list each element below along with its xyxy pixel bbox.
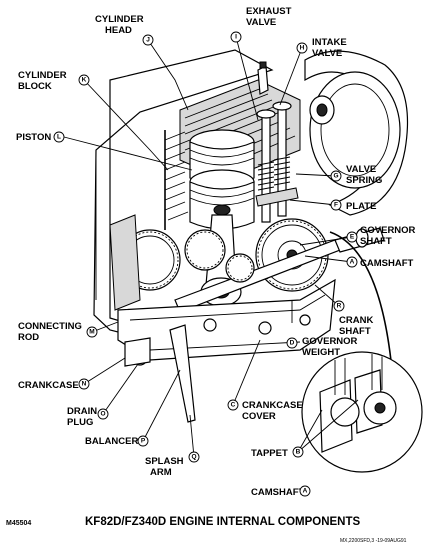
badge-n-letter: N: [82, 381, 87, 388]
badge-j: [142, 34, 154, 46]
label-cylinder-head: CYLINDER HEAD J: [95, 14, 154, 46]
label-plate: F PLATE: [330, 199, 376, 212]
badge-m-letter: M: [89, 329, 94, 336]
badge-n: [78, 378, 90, 390]
label-plate-line1: PLATE: [346, 201, 376, 212]
badge-g-letter: G: [333, 173, 338, 180]
badge-b-letter: B: [296, 449, 301, 456]
label-governor-shaft-line2: SHAFT: [360, 236, 392, 247]
badge-a-inset: [299, 485, 311, 497]
label-piston-line1: PISTON: [16, 132, 51, 143]
label-connecting-rod-line1: CONNECTING: [18, 321, 82, 332]
badge-a-inset-letter: A: [303, 488, 308, 495]
label-governor-weight-line2: WEIGHT: [302, 347, 340, 358]
label-tappet: TAPPET B: [251, 446, 304, 459]
badge-p: [137, 435, 149, 447]
label-drain-plug-line1: DRAIN: [67, 406, 97, 417]
label-crankcase-line1: CRANKCASE: [18, 380, 79, 391]
label-exhaust-valve-line1: EXHAUST: [246, 6, 292, 17]
badge-e: [346, 231, 358, 243]
badge-d-letter: D: [290, 340, 295, 347]
label-cylinder-block-line1: CYLINDER: [18, 70, 67, 81]
label-crankcase-cover-line1: CRANKCASE: [242, 400, 303, 411]
badge-m: [86, 326, 98, 338]
label-camshaft-inset: CAMSHAFT A: [251, 485, 311, 498]
badge-h-letter: H: [300, 45, 305, 52]
leader-lines: [63, 36, 359, 458]
badge-a: [346, 256, 358, 268]
figure-code: M45504: [6, 520, 31, 527]
label-governor-weight-line1: GOVERNOR: [302, 336, 358, 347]
label-crank-shaft-line1: CRANK: [339, 315, 373, 326]
label-drain-plug-line2: PLUG: [67, 417, 93, 428]
label-crankcase: CRANKCASE N: [18, 378, 90, 391]
badge-h: [296, 42, 308, 54]
badge-b: [292, 446, 304, 458]
badge-a-letter: A: [350, 259, 355, 266]
label-tappet-line1: TAPPET: [251, 448, 288, 459]
label-governor-shaft-line1: GOVERNOR: [360, 225, 416, 236]
label-drain-plug: DRAIN PLUG O: [67, 406, 109, 428]
label-crankcase-cover-line2: COVER: [242, 411, 276, 422]
label-crank-shaft-line2: SHAFT: [339, 326, 371, 337]
badge-c: [227, 399, 239, 411]
label-connecting-rod-line2: ROD: [18, 332, 39, 343]
label-balancer: BALANCER P: [85, 435, 149, 447]
badge-q: [188, 451, 200, 463]
label-governor-shaft: E GOVERNOR SHAFT: [346, 225, 416, 247]
label-intake-valve-line2: VALVE: [312, 48, 342, 59]
badge-o: [97, 408, 109, 420]
label-splash-arm-line2: ARM: [150, 467, 172, 478]
badge-l-letter: L: [57, 134, 61, 141]
label-balancer-line1: BALANCER: [85, 436, 138, 447]
badge-r: [333, 300, 345, 312]
badge-j-letter: J: [146, 37, 150, 44]
label-cylinder-head-line2: HEAD: [105, 25, 132, 36]
badge-i: [230, 31, 242, 43]
figure-title: KF82D/FZ340D ENGINE INTERNAL COMPONENTS: [85, 516, 361, 528]
label-valve-spring: G VALVE SPRING: [330, 164, 382, 186]
label-exhaust-valve-line2: VALVE: [246, 17, 276, 28]
badge-g: [330, 170, 342, 182]
label-intake-valve: H INTAKE VALVE: [296, 37, 347, 59]
label-cylinder-head-line1: CYLINDER: [95, 14, 144, 25]
badge-f: [330, 199, 342, 211]
label-splash-arm: SPLASH ARM Q: [145, 451, 200, 478]
label-cylinder-block: CYLINDER BLOCK K: [18, 70, 90, 92]
badge-k: [78, 74, 90, 86]
badge-k-letter: K: [82, 77, 87, 84]
label-exhaust-valve: I EXHAUST VALVE: [230, 6, 292, 43]
badge-o-letter: O: [100, 411, 105, 418]
label-intake-valve-line1: INTAKE: [312, 37, 347, 48]
badge-i-letter: I: [235, 34, 237, 41]
badge-l: [53, 131, 65, 143]
badge-c-letter: C: [231, 402, 236, 409]
label-camshaft-line1: CAMSHAFT: [360, 258, 413, 269]
badge-r-letter: R: [337, 303, 342, 310]
label-cylinder-block-line2: BLOCK: [18, 81, 52, 92]
label-piston: PISTON L: [16, 131, 65, 143]
badge-d: [286, 337, 298, 349]
label-crank-shaft: R CRANK SHAFT: [333, 300, 373, 337]
badge-q-letter: Q: [191, 454, 196, 461]
label-camshaft: A CAMSHAFT: [346, 256, 413, 269]
label-crankcase-cover: C CRANKCASE COVER: [227, 399, 303, 422]
label-valve-spring-line2: SPRING: [346, 175, 382, 186]
badge-e-letter: E: [350, 234, 355, 241]
label-camshaft-inset-line1: CAMSHAFT: [251, 487, 304, 498]
label-valve-spring-line1: VALVE: [346, 164, 376, 175]
engine-illustration: [93, 49, 423, 473]
label-connecting-rod: CONNECTING ROD M: [18, 321, 98, 343]
badge-f-letter: F: [334, 202, 338, 209]
label-governor-weight: D GOVERNOR WEIGHT: [286, 336, 358, 358]
footer-code: MX,2200SFD,3 -19-09AUG91: [340, 538, 407, 544]
badge-p-letter: P: [141, 438, 146, 445]
label-splash-arm-line1: SPLASH: [145, 456, 184, 467]
